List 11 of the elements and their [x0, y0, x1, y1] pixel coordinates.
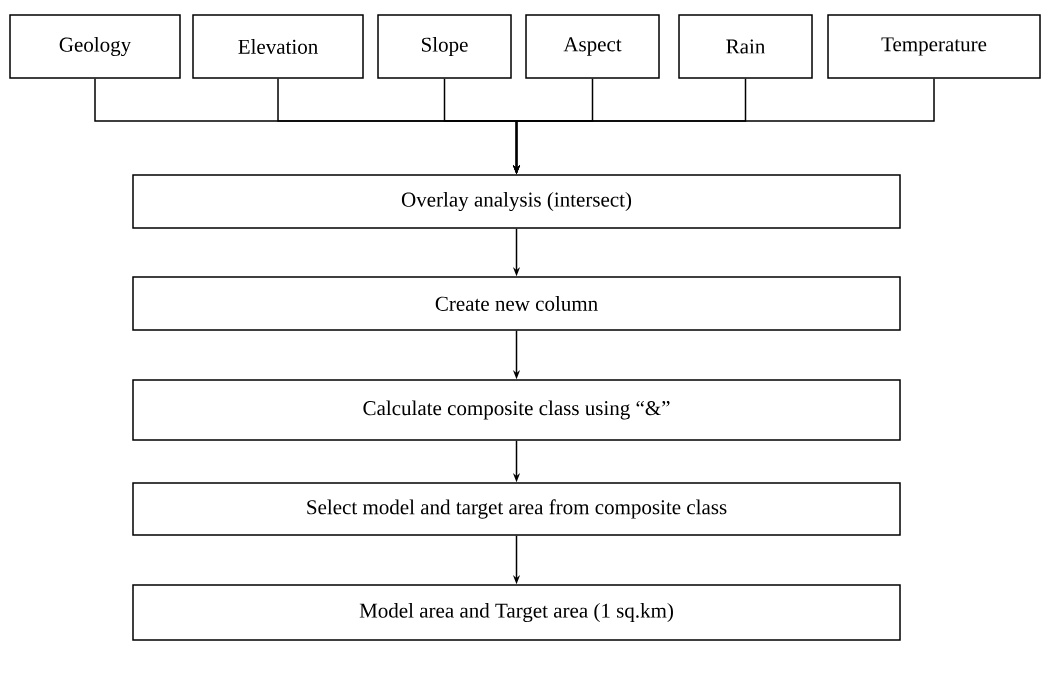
input-box: Temperature: [827, 14, 1041, 79]
process-box: Calculate composite class using “&”: [132, 379, 901, 441]
process-box: Overlay analysis (intersect): [132, 174, 901, 229]
input-box: Slope: [377, 14, 512, 79]
process-box: Select model and target area from composite class: [132, 482, 901, 536]
input-box: Geology: [9, 14, 181, 79]
input-box: Rain: [678, 14, 813, 79]
input-box: Aspect: [525, 14, 660, 79]
process-box: Create new column: [132, 276, 901, 331]
process-box: Model area and Target area (1 sq.km): [132, 584, 901, 641]
input-box: Elevation: [192, 14, 364, 79]
